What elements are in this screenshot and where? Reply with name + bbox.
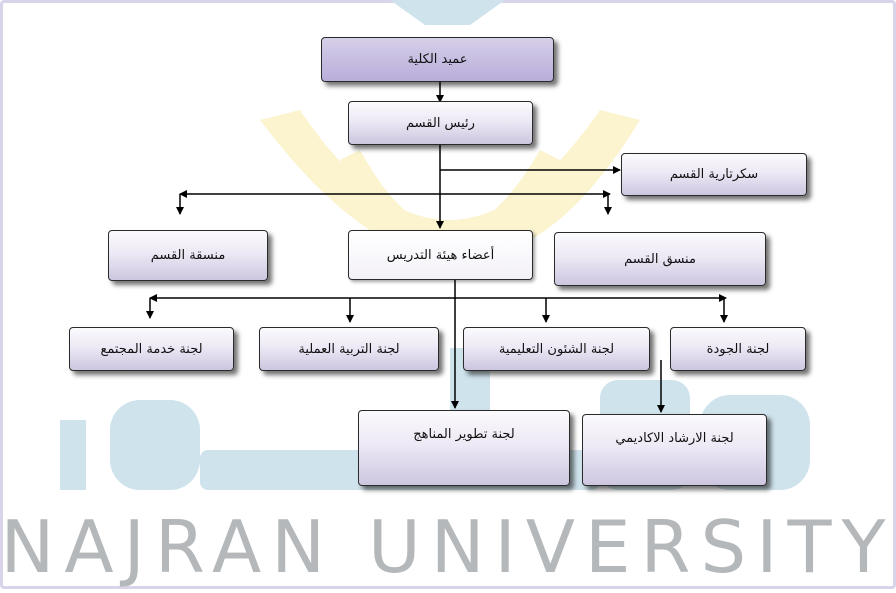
- node-quality-committee[interactable]: لجنة الجودة: [670, 327, 806, 371]
- node-curriculum-development-committee[interactable]: لجنة تطوير المناهج: [358, 410, 570, 486]
- node-dean[interactable]: عميد الكلية: [321, 37, 554, 82]
- node-academic-affairs-committee-label: لجنة الشئون التعليمية: [498, 341, 615, 357]
- node-dean-label: عميد الكلية: [407, 52, 468, 67]
- node-female-coordinator-label: منسقة القسم: [150, 248, 226, 263]
- node-quality-committee-label: لجنة الجودة: [706, 341, 770, 357]
- node-practicum-committee[interactable]: لجنة التربية العملية: [259, 327, 439, 371]
- node-male-coordinator[interactable]: منسق القسم: [554, 232, 766, 286]
- node-academic-advising-committee-label: لجنة الارشاد الاكاديمي: [615, 431, 734, 446]
- watermark-text: NAJRAN UNIVERSITY: [0, 505, 896, 589]
- node-faculty-members[interactable]: أعضاء هيئة التدريس: [348, 230, 533, 280]
- node-curriculum-development-committee-label: لجنة تطوير المناهج: [413, 427, 515, 442]
- node-female-coordinator[interactable]: منسقة القسم: [108, 230, 268, 281]
- node-faculty-members-label: أعضاء هيئة التدريس: [386, 247, 495, 263]
- node-department-head-label: رئيس القسم: [406, 115, 475, 131]
- node-community-service-committee-label: لجنة خدمة المجتمع: [100, 341, 203, 357]
- node-practicum-committee-label: لجنة التربية العملية: [298, 341, 400, 357]
- node-community-service-committee[interactable]: لجنة خدمة المجتمع: [69, 327, 234, 371]
- node-academic-affairs-committee[interactable]: لجنة الشئون التعليمية: [463, 327, 650, 371]
- node-department-head[interactable]: رئيس القسم: [348, 101, 533, 145]
- node-secretary[interactable]: سكرتارية القسم: [621, 153, 807, 196]
- node-academic-advising-committee[interactable]: لجنة الارشاد الاكاديمي: [582, 414, 767, 486]
- node-male-coordinator-label: منسق القسم: [624, 251, 696, 267]
- node-secretary-label: سكرتارية القسم: [669, 167, 759, 182]
